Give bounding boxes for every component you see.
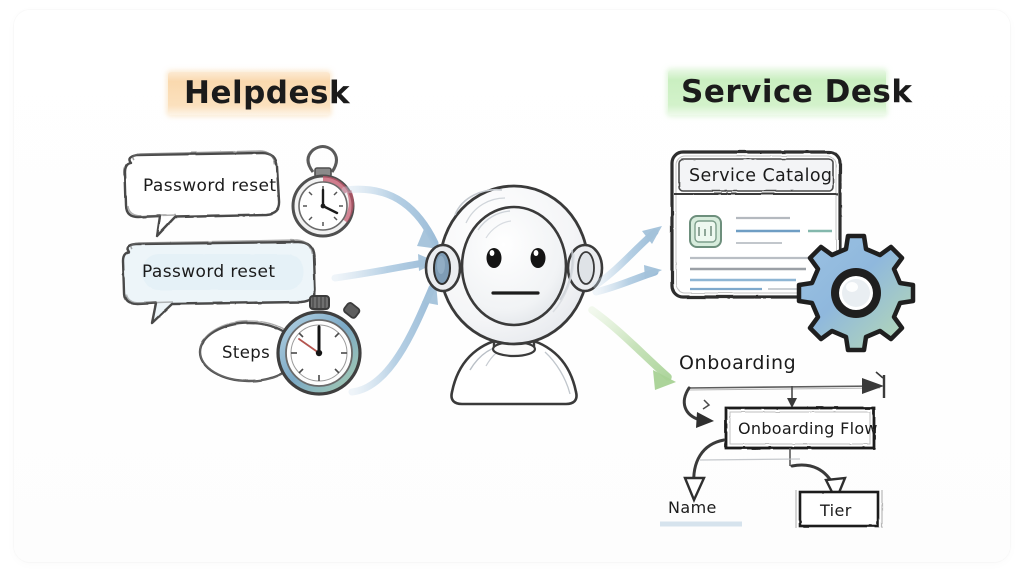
- bubble-password-reset-1: [123, 150, 281, 238]
- service-catalog-card: [670, 150, 842, 299]
- oval-label-steps: Steps: [222, 343, 271, 362]
- service-catalog-card-title: Service Catalog: [689, 166, 833, 186]
- branch-label-name: Name: [668, 498, 717, 517]
- pocket-watch-icon: [291, 145, 355, 238]
- gear-icon: [796, 233, 916, 353]
- bubble-password-reset-2: [121, 239, 317, 325]
- service-desk-title: Service Desk: [681, 74, 913, 110]
- outbound-arrow-onboarding: [588, 306, 676, 390]
- branch-label-tier: Tier: [820, 501, 852, 520]
- inbound-arrow-3: [348, 283, 438, 396]
- inbound-arrow-1: [341, 185, 439, 249]
- onboarding-flow-box-label: Onboarding Flow: [738, 419, 878, 438]
- onboarding-flow-diagram: [660, 371, 886, 528]
- helpdesk-title: Helpdesk: [184, 75, 351, 111]
- stopwatch-icon: [276, 295, 362, 396]
- robot-assistant-icon: [424, 184, 604, 406]
- outbound-arrow-catalog-2: [592, 265, 662, 296]
- onboarding-label: Onboarding: [679, 352, 797, 374]
- outbound-arrow-catalog-1: [592, 226, 662, 289]
- helpdesk-title-highlight: [168, 72, 330, 115]
- bubble-label-2: Password reset: [142, 262, 276, 282]
- service-catalog-contents: [689, 215, 832, 291]
- service-desk-title-highlight: [668, 70, 886, 115]
- bubble-label-1: Password reset: [143, 176, 277, 196]
- inbound-arrow-2: [331, 254, 437, 282]
